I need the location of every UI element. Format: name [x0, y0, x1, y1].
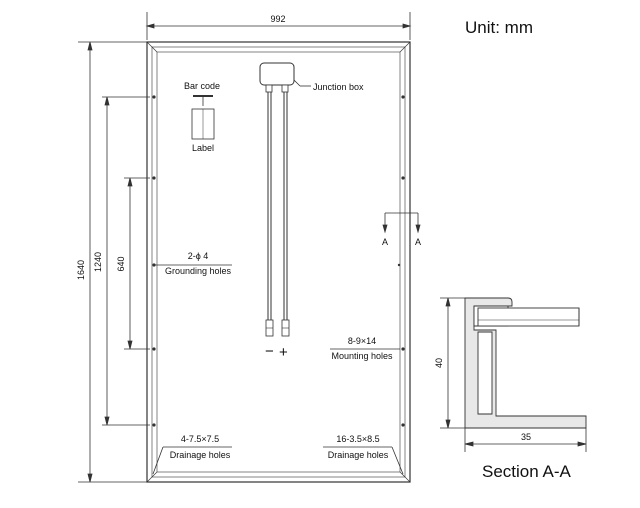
bar-code-label: Bar code — [184, 81, 220, 91]
dim-1240-label: 1240 — [93, 252, 103, 272]
drain-right-leader — [323, 446, 404, 475]
height-dimension-label: 1640 — [76, 260, 86, 280]
drain-left-label: Drainage holes — [170, 450, 231, 460]
height-dimension — [78, 41, 147, 483]
dim-1240 — [102, 96, 150, 426]
label-text: Label — [192, 143, 214, 153]
dim-640 — [124, 177, 150, 350]
dim-640-label: 640 — [116, 256, 126, 271]
drain-right-spec: 16-3.5×8.5 — [336, 434, 379, 444]
junction-box — [259, 62, 311, 337]
grounding-spec: 2-ϕ 4 — [188, 251, 209, 261]
panel-frame — [146, 41, 411, 483]
unit-label: Unit: mm — [465, 18, 533, 37]
drain-right-label: Drainage holes — [328, 450, 389, 460]
section-width-label: 35 — [521, 432, 531, 442]
section-marker-a-right: A — [415, 237, 421, 247]
drain-left-leader — [152, 446, 232, 475]
mounting-label: Mounting holes — [331, 351, 393, 361]
frame-holes — [152, 95, 405, 427]
width-dimension — [145, 12, 412, 40]
section-marker-a-left: A — [382, 237, 388, 247]
section-height-label: 40 — [434, 358, 444, 368]
label-sticker — [191, 95, 215, 140]
section-cut-markers — [382, 212, 421, 234]
plus-terminal: + — [279, 344, 288, 361]
minus-terminal: − — [265, 343, 274, 360]
junction-box-label: Junction box — [313, 82, 364, 92]
section-title: Section A-A — [482, 462, 571, 481]
grounding-label: Grounding holes — [165, 266, 232, 276]
frame-section-profile — [464, 297, 587, 429]
section-width-dimension — [464, 428, 587, 452]
section-height-dimension — [440, 297, 465, 429]
width-dimension-label: 992 — [270, 14, 285, 24]
drain-left-spec: 4-7.5×7.5 — [181, 434, 219, 444]
mounting-spec: 8-9×14 — [348, 336, 376, 346]
